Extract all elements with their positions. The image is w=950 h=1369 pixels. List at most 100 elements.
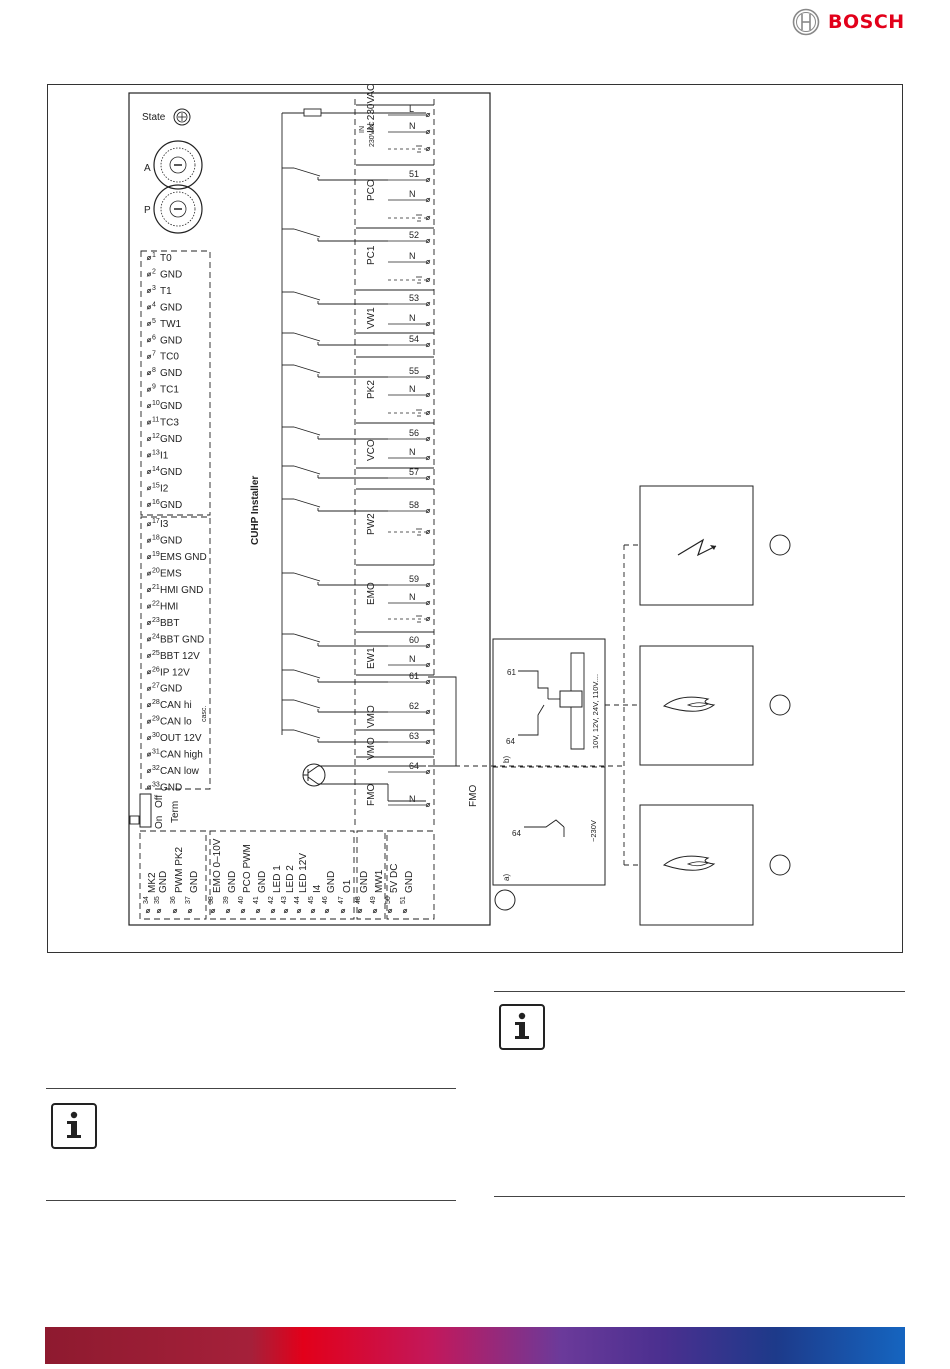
left-terminal-label: BBT 12V — [160, 651, 200, 662]
dial-a[interactable] — [153, 140, 203, 190]
left-terminal-number: 28 — [152, 699, 160, 706]
bottom-terminal-label: I4 — [312, 884, 323, 893]
left-terminal-label: I3 — [160, 519, 169, 530]
left-terminal-label: TC3 — [160, 418, 179, 429]
info-notice-right — [494, 991, 905, 1197]
left-terminal-label: T0 — [160, 253, 172, 264]
relay-contact — [282, 498, 388, 512]
left-terminal-number: 22 — [152, 600, 160, 607]
dial-p[interactable] — [153, 184, 203, 234]
left-terminal-label: TW1 — [160, 319, 182, 330]
left-terminal-label: GND — [160, 368, 182, 379]
left-terminal-label: I1 — [160, 450, 169, 461]
output-terminal-label: N — [409, 654, 416, 664]
bottom-terminal-number: 39 — [223, 896, 230, 904]
left-terminal-number: 24 — [152, 633, 160, 640]
left-terminal-label: GND — [160, 335, 182, 346]
output-group-name: VCO — [366, 439, 377, 461]
volt-230-label: ~230V — [589, 820, 598, 842]
bottom-terminal-label: GND — [227, 871, 238, 893]
bottom-terminal[interactable]: 39 GND — [223, 871, 238, 914]
bottom-terminal-number: 42 — [268, 896, 275, 904]
left-terminal[interactable]: 9 TC1 — [146, 384, 179, 396]
left-terminal[interactable]: 3 T1 — [146, 285, 172, 297]
left-terminal-label: CAN low — [160, 766, 200, 777]
option-a-label: a) — [502, 874, 511, 881]
left-terminal-number: 9 — [152, 384, 156, 391]
bottom-terminal[interactable]: 42 LED 1 — [268, 865, 283, 914]
info-icon — [51, 1103, 97, 1149]
left-terminal-label: T1 — [160, 286, 172, 297]
left-terminal-label: EMS — [160, 569, 182, 580]
output-terminal-label: 61 — [409, 671, 419, 681]
output-group-name: PW2 — [366, 513, 377, 535]
output-terminal-label: 57 — [409, 467, 419, 477]
output-terminal-label: 56 — [409, 428, 419, 438]
bosch-logo-icon — [792, 8, 820, 36]
info-notice-left — [46, 1088, 456, 1201]
bottom-terminal-label: LED 1 — [272, 865, 283, 893]
left-terminal-label: TC1 — [160, 385, 179, 396]
casc-label: casc. — [201, 706, 208, 722]
output-group-name: EMO — [366, 582, 377, 605]
term-switch[interactable] — [139, 793, 152, 828]
output-terminal-label: 52 — [409, 230, 419, 240]
bottom-terminal-label: O1 — [342, 879, 353, 893]
controller-board — [128, 92, 491, 926]
left-terminal-label: OUT 12V — [160, 733, 202, 744]
output-terminal-label: 63 — [409, 731, 419, 741]
left-terminal-number: 3 — [152, 285, 156, 292]
bottom-terminal-number: 51 — [400, 896, 407, 904]
electric-heater-marker — [769, 534, 791, 556]
bottom-terminal-label: MK2 — [147, 872, 158, 893]
bottom-terminal-number: 34 — [143, 896, 150, 904]
